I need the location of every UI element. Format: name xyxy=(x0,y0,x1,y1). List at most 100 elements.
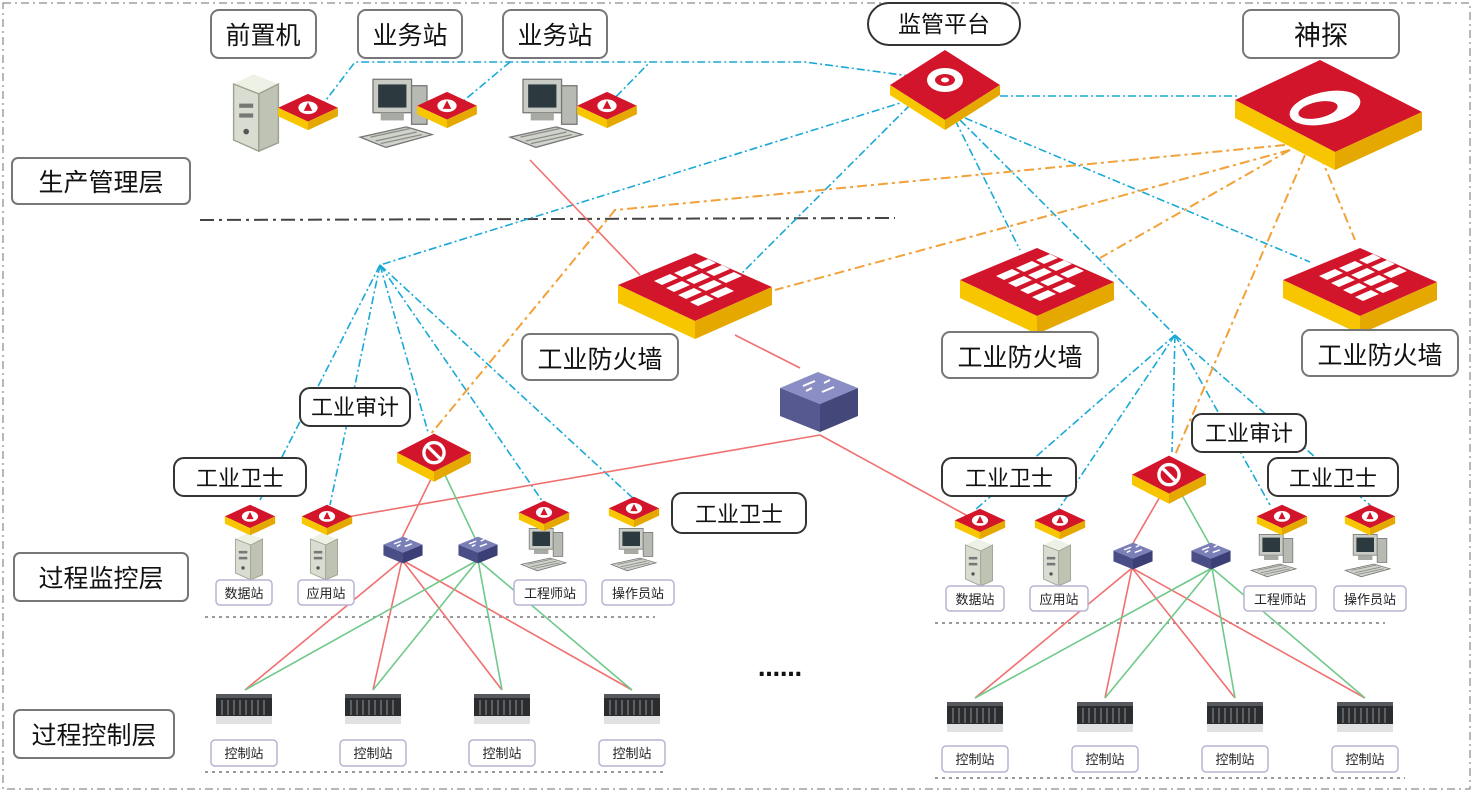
left-control-rack-2-icon xyxy=(343,692,403,726)
svg-text:生产管理层: 生产管理层 xyxy=(38,168,163,197)
svg-text:控制站: 控制站 xyxy=(1215,753,1254,768)
svg-text:工业防火墙: 工业防火墙 xyxy=(537,345,662,374)
layer-label-mgmt: 生产管理层 xyxy=(11,157,191,205)
svg-text:工程师站: 工程师站 xyxy=(524,587,576,602)
svg-text:神探: 神探 xyxy=(1294,21,1348,52)
data-links-green xyxy=(244,474,1366,699)
probe-device-icon xyxy=(1235,60,1422,170)
left-data-guard-icon xyxy=(224,504,276,536)
biz2-guard-icon xyxy=(577,91,637,129)
left-data-server-icon xyxy=(234,532,264,581)
svg-text:前置机: 前置机 xyxy=(225,21,300,50)
svg-text:控制站: 控制站 xyxy=(612,747,651,762)
svg-text:控制站: 控制站 xyxy=(1345,753,1384,768)
left-switch-1-icon xyxy=(382,535,424,565)
right-data-server-icon xyxy=(964,538,994,587)
right-station-label-engineer: 工程师站 xyxy=(1243,585,1317,612)
label-left-guard-a: 工业卫士 xyxy=(173,457,307,497)
mgmt-divider xyxy=(199,217,896,221)
left-control-label-4: 控制站 xyxy=(598,739,666,767)
label-left-audit: 工业审计 xyxy=(299,387,411,427)
label-right-audit: 工业审计 xyxy=(1191,413,1307,453)
left-station-label-app: 应用站 xyxy=(297,579,355,606)
right-switch-2-icon xyxy=(1190,541,1232,571)
left-control-label-2: 控制站 xyxy=(339,739,407,767)
left-switch-2-icon xyxy=(457,535,499,565)
left-station-label-data: 数据站 xyxy=(215,579,273,606)
left-station-label-engineer: 工程师站 xyxy=(513,579,587,606)
right-control-label-1: 控制站 xyxy=(941,745,1009,773)
firewall-2-icon xyxy=(960,248,1114,334)
right-station-label-data: 数据站 xyxy=(945,585,1005,612)
label-platform: 监管平台 xyxy=(867,2,1021,46)
svg-text:工业卫士: 工业卫士 xyxy=(965,467,1053,492)
right-engineer-guard-icon xyxy=(1256,504,1308,536)
left-station-label-operator: 操作员站 xyxy=(601,579,675,606)
svg-text:过程监控层: 过程监控层 xyxy=(38,564,163,593)
svg-text:数据站: 数据站 xyxy=(955,593,994,608)
right-control-label-4: 控制站 xyxy=(1331,745,1399,773)
left-engineer-guard-icon xyxy=(518,500,570,532)
svg-text:操作员站: 操作员站 xyxy=(1344,592,1396,608)
left-operator-pc-icon xyxy=(610,527,657,572)
svg-text:操作员站: 操作员站 xyxy=(612,586,664,602)
front-guard-icon xyxy=(278,93,338,131)
svg-text:工业卫士: 工业卫士 xyxy=(695,503,783,528)
svg-text:应用站: 应用站 xyxy=(1039,592,1078,608)
svg-text:工业审计: 工业审计 xyxy=(311,396,399,421)
label-firewall-3: 工业防火墙 xyxy=(1301,329,1459,377)
svg-text:控制站: 控制站 xyxy=(955,753,994,768)
right-station-label-operator: 操作员站 xyxy=(1333,585,1407,612)
left-control-rack-1-icon xyxy=(214,692,274,726)
svg-text:工业卫士: 工业卫士 xyxy=(196,467,284,492)
svg-text:工业防火墙: 工业防火墙 xyxy=(957,343,1082,372)
label-left-guard-b: 工业卫士 xyxy=(671,492,807,534)
svg-text:工业防火墙: 工业防火墙 xyxy=(1317,341,1442,370)
right-control-rack-1-icon xyxy=(945,700,1005,734)
svg-text:控制站: 控制站 xyxy=(1085,753,1124,768)
svg-text:应用站: 应用站 xyxy=(306,586,345,602)
left-app-server-icon xyxy=(309,532,339,581)
svg-text:工程师站: 工程师站 xyxy=(1254,593,1306,608)
svg-text:数据站: 数据站 xyxy=(224,587,263,602)
left-control-label-1: 控制站 xyxy=(210,739,278,767)
ellipsis-text: …… xyxy=(758,657,802,682)
label-biz-station-2: 业务站 xyxy=(502,9,608,59)
svg-text:工业审计: 工业审计 xyxy=(1205,422,1293,447)
label-biz-station-1: 业务站 xyxy=(357,9,463,59)
left-control-rack-3-icon xyxy=(472,692,532,726)
right-switch-1-icon xyxy=(1112,541,1154,571)
right-control-label-3: 控制站 xyxy=(1201,745,1269,773)
svg-text:控制站: 控制站 xyxy=(482,747,521,762)
right-control-rack-3-icon xyxy=(1205,700,1265,734)
label-right-guard-a: 工业卫士 xyxy=(941,457,1077,497)
label-front-machine: 前置机 xyxy=(210,9,317,59)
left-operator-guard-icon xyxy=(608,496,660,528)
left-engineer-pc-icon xyxy=(520,527,567,572)
label-firewall-1: 工业防火墙 xyxy=(521,333,679,381)
biz2-pc-icon xyxy=(509,78,583,149)
right-operator-pc-icon xyxy=(1344,533,1391,578)
svg-text:监管平台: 监管平台 xyxy=(898,12,990,38)
right-control-label-2: 控制站 xyxy=(1071,745,1139,773)
right-station-label-app: 应用站 xyxy=(1029,585,1089,612)
platform-device-icon xyxy=(890,50,1000,130)
svg-text:工业卫士: 工业卫士 xyxy=(1289,467,1377,492)
right-control-rack-2-icon xyxy=(1075,700,1135,734)
probe-links xyxy=(429,144,1356,456)
svg-text:控制站: 控制站 xyxy=(353,747,392,762)
label-probe: 神探 xyxy=(1242,9,1400,59)
core-switch-icon xyxy=(780,372,858,432)
right-control-rack-4-icon xyxy=(1335,700,1395,734)
left-app-guard-icon xyxy=(301,504,353,536)
svg-text:控制站: 控制站 xyxy=(224,747,263,762)
svg-text:业务站: 业务站 xyxy=(517,21,592,50)
right-operator-guard-icon xyxy=(1344,504,1396,536)
label-firewall-2: 工业防火墙 xyxy=(941,331,1099,379)
left-control-rack-4-icon xyxy=(602,692,662,726)
label-right-guard-b: 工业卫士 xyxy=(1267,457,1399,497)
layer-label-control: 过程控制层 xyxy=(13,709,175,759)
right-app-server-icon xyxy=(1042,538,1072,587)
